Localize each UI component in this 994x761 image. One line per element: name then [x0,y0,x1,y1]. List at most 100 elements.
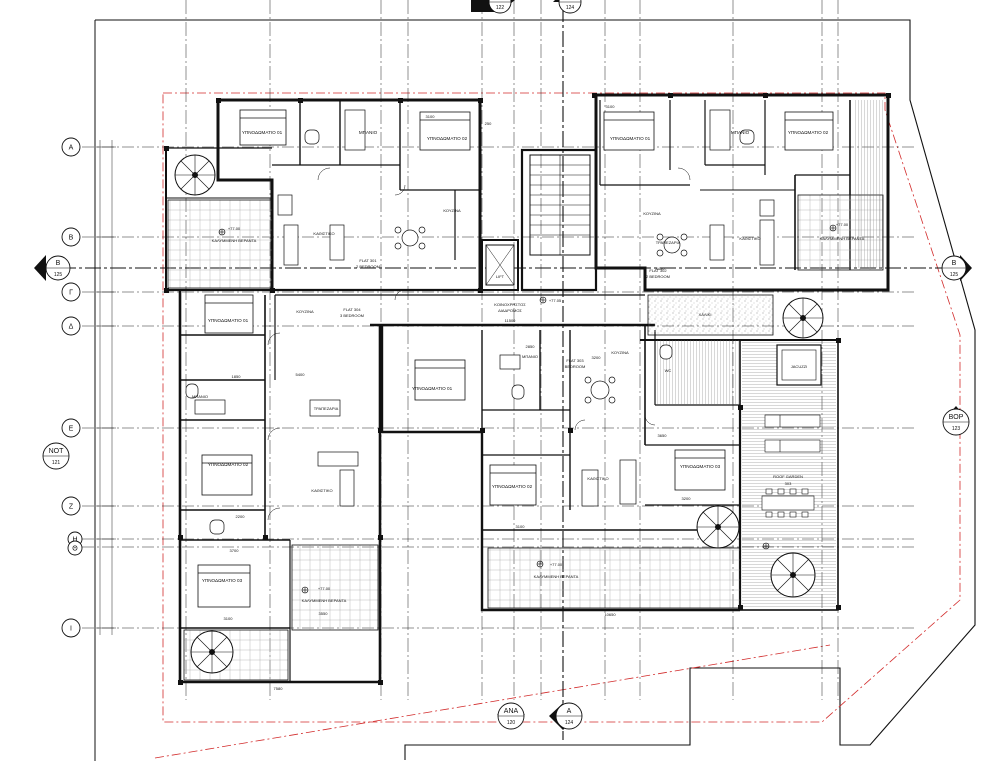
label-flat304-bed3: ΥΠΝΟΔΩΜΑΤΙΟ 03 [202,578,243,583]
label-roof-garden-no: 303 [785,481,792,486]
grid-marker-a: A [61,137,81,157]
setback-line [162,92,961,723]
spiral-stair-se [696,505,740,549]
label-flat302-tag2: 2 BEDROOM [646,274,670,279]
sofas [277,194,775,507]
svg-text:3450: 3450 [656,266,666,271]
label-flat301-kitchen: ΚΟΥΖΙΝΑ [443,208,461,213]
svg-text:A: A [567,708,572,715]
columns [164,93,891,685]
label-corridor1: ΚΟΙΝΟΧΡΗΣΤΟΣ [494,302,526,307]
label-flat303-tag1: FLAT 303 [566,358,584,363]
section-marker-top-left: 122 [471,0,515,14]
svg-text:1850: 1850 [232,374,242,379]
label-flat304-tag2: 3 BEDROOM [340,313,364,318]
svg-text:120: 120 [507,720,516,726]
label-flat304-dining: ΤΡΑΠΕΖΑΡΙΑ [314,406,339,411]
label-corridor2: ΔΙΑΔΡΟΜΟΣ [498,308,522,313]
label-flat303-living: ΚΑΘΙΣΤΙΚΟ [587,476,608,481]
section-marker-south-a: A 124 [549,702,583,730]
svg-text:124: 124 [565,720,574,726]
svg-text:2850: 2850 [526,344,536,349]
svg-text:3550: 3550 [319,611,329,616]
svg-text:3200: 3200 [592,355,602,360]
svg-text:H: H [72,537,77,544]
elevation-marker-ana: ANA 120 [497,702,525,730]
label-flat303-bed1: ΥΠΝΟΔΩΜΑΤΙΟ 01 [412,386,453,391]
garden-dining-set [761,488,815,518]
label-flat302-living: ΚΑΘΙΣΤΙΚΟ [739,236,760,241]
svg-text:BOP: BOP [949,414,964,421]
svg-text:Δ: Δ [69,324,74,331]
left-dimension-chain [96,140,116,635]
label-flat304-bed1: ΥΠΝΟΔΩΜΑΤΙΟ 01 [208,318,249,323]
label-flat303-level: +77.00 [550,562,563,567]
label-flat301-veranda: ΚΑΛΥΜΜΕΝΗ ΒΕΡΑΝΤΑ [212,238,257,243]
svg-text:125: 125 [950,272,959,278]
label-flat303-veranda: ΚΑΛΥΜΜΕΝΗ ΒΕΡΑΝΤΑ [534,574,579,579]
svg-text:I: I [70,626,72,633]
svg-text:124: 124 [566,5,575,11]
svg-text:A: A [69,145,74,152]
level-markers [218,224,837,594]
svg-text:123: 123 [952,426,961,432]
label-flat304-living: ΚΑΘΙΣΤΙΚΟ [311,488,332,493]
label-gravel: ΧΑΛΙΚΙ [699,312,712,317]
setback-line-lower [154,644,831,759]
grid-marker-d: Δ [61,316,81,336]
svg-text:ANA: ANA [504,708,519,715]
label-corridor-level: +77.05 [549,298,562,303]
dining-tables [309,226,688,417]
svg-text:B: B [56,260,61,267]
room-labels: ΥΠΝΟΔΩΜΑΤΙΟ 01 ΜΠΑΝΙΟ ΥΠΝΟΔΩΜΑΤΙΟ 02 ΚΟΥ… [192,130,865,603]
svg-text:3100: 3100 [426,114,436,119]
spiral-stair-garden [770,552,816,598]
svg-text:5400: 5400 [296,372,306,377]
veranda-flat-301 [167,199,273,289]
svg-text:3700: 3700 [230,548,240,553]
bathroom-fixtures [185,109,755,535]
svg-text:2200: 2200 [236,514,246,519]
svg-text:7580: 7580 [274,686,284,691]
label-flat304-level: +77.00 [318,586,331,591]
label-flat302-bed1: ΥΠΝΟΔΩΜΑΤΙΟ 01 [610,136,651,141]
grid-marker-z: Z [61,496,81,516]
section-marker-top-right: 124 [553,0,582,14]
beds [197,109,834,608]
svg-text:B: B [69,235,74,242]
grid-marker-e: E [61,418,81,438]
label-flat301-tag2: 2 BEDROOM [356,264,380,269]
spiral-stair-ne [782,297,824,339]
svg-text:3100: 3100 [606,104,616,109]
label-flat302-bath: ΜΠΑΝΙΟ [731,130,750,135]
label-flat301-level: +77.00 [228,226,241,231]
section-marker-west: B 125 [34,255,71,281]
svg-text:11500: 11500 [505,318,517,323]
label-jacuzzi: JACUZZI [791,364,807,369]
svg-text:E: E [69,426,74,433]
dimension-texts: 3100 250 3100 3450 11500 3200 3650 3200 … [224,104,692,691]
svg-text:NOT: NOT [49,448,65,455]
grid-marker-th: Θ [67,540,83,556]
svg-text:3100: 3100 [224,616,234,621]
grid-markers: A B Γ Δ E Z H Θ I [61,137,83,638]
svg-text:Θ: Θ [72,546,78,553]
elevation-marker-bop: BOP 123 [942,406,970,436]
svg-text:125: 125 [54,272,63,278]
svg-text:121: 121 [52,460,61,466]
label-flat302-dining: ΤΡΑΠΕΖΑΡΙΑ [656,240,681,245]
svg-text:3650: 3650 [658,433,668,438]
svg-text:10650: 10650 [604,612,616,617]
spiral-stair-sw [190,630,234,674]
door-swings [267,167,691,521]
grid-marker-b: B [61,227,81,247]
lift-shaft [485,244,515,286]
svg-text:B: B [952,260,957,267]
label-flat302-tag1: FLAT 302 [649,268,667,273]
svg-text:3200: 3200 [682,496,692,501]
label-flat303-wc: WC [665,368,672,373]
label-flat304-tag1: FLAT 304 [343,307,361,312]
label-flat304-bath: ΜΠΑΝΙΟ [192,394,208,399]
label-flat304-veranda: ΚΑΛΥΜΜΕΝΗ ΒΕΡΑΝΤΑ [302,598,347,603]
